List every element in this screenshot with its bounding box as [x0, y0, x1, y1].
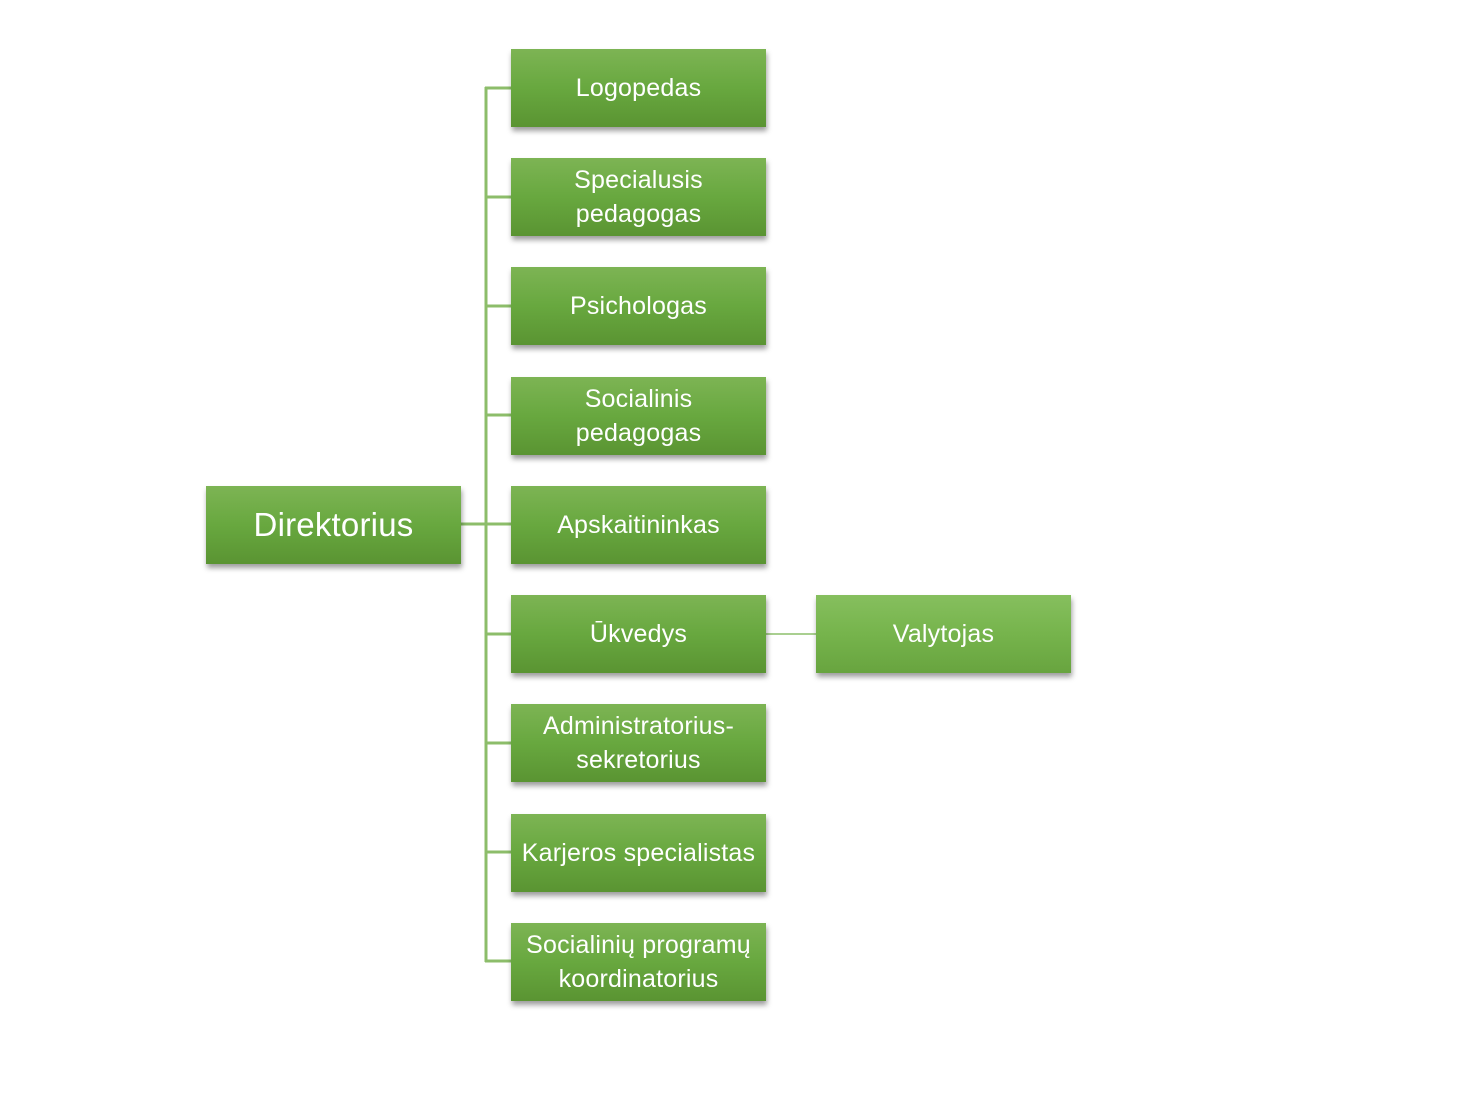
node-logopedas[interactable]: Logopedas — [511, 49, 766, 127]
node-direktorius[interactable]: Direktorius — [206, 486, 461, 564]
node-specialusis-pedagogas[interactable]: Specialusis pedagogas — [511, 158, 766, 236]
node-apskaitininkas[interactable]: Apskaitininkas — [511, 486, 766, 564]
node-administratorius-sekretorius[interactable]: Administratorius- sekretorius — [511, 704, 766, 782]
node-ukvedys[interactable]: Ūkvedys — [511, 595, 766, 673]
node-karjeros-specialistas[interactable]: Karjeros specialistas — [511, 814, 766, 892]
node-psichologas[interactable]: Psichologas — [511, 267, 766, 345]
node-socialinis-pedagogas[interactable]: Socialinis pedagogas — [511, 377, 766, 455]
node-valytojas[interactable]: Valytojas — [816, 595, 1071, 673]
node-socialiniu-programu-koordinatorius[interactable]: Socialinių programų koordinatorius — [511, 923, 766, 1001]
